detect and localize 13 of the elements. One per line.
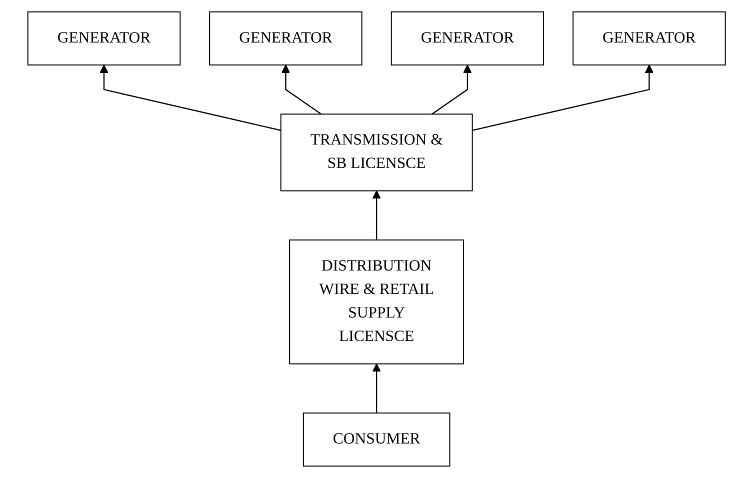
node-box: TRANSMISSION & SB LICENSCE — [280, 114, 474, 192]
node-box: GENERATOR — [28, 11, 181, 66]
arrow — [282, 64, 322, 115]
node-box: GENERATOR — [210, 11, 363, 66]
arrow — [472, 64, 654, 131]
node-box: GENERATOR — [391, 11, 544, 66]
arrow — [100, 64, 282, 131]
arrow — [372, 363, 382, 414]
arrow — [432, 64, 472, 115]
node-box: CONSUMER — [303, 412, 451, 467]
arrow — [372, 190, 382, 240]
node-box: GENERATOR — [572, 11, 726, 66]
node-box: DISTRIBUTION WIRE & RETAIL SUPPLY LICENSCE — [290, 239, 464, 364]
